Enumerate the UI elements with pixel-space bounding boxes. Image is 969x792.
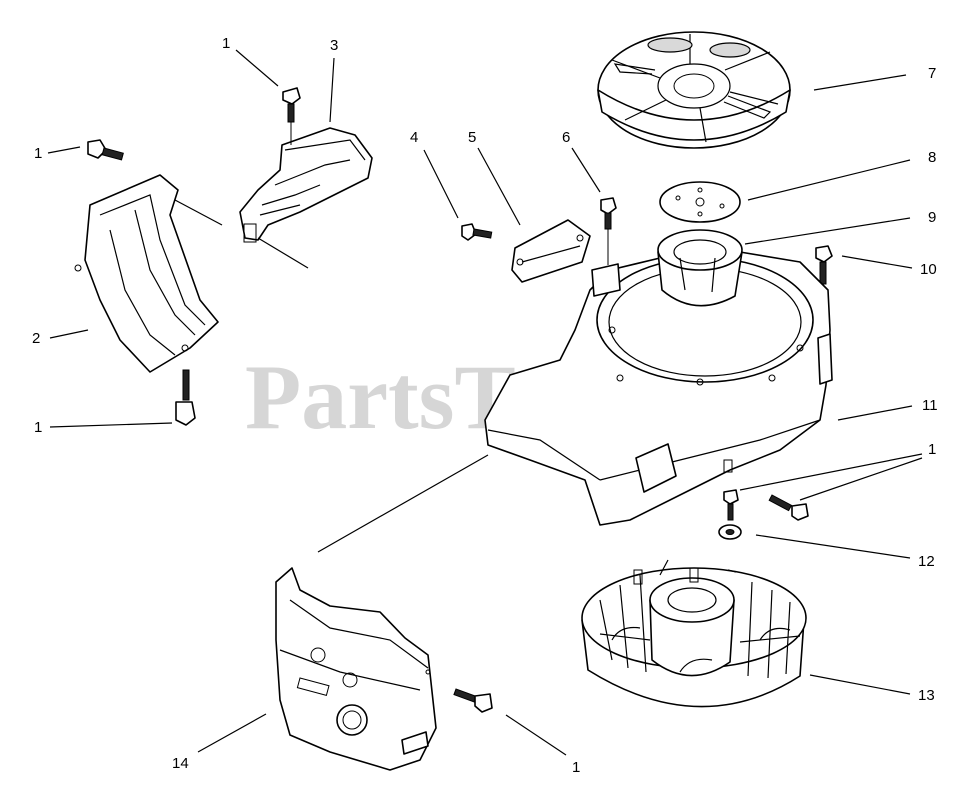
leader-housing-to-shield xyxy=(317,454,489,553)
leader-bracket-down xyxy=(257,237,309,269)
callout-7: 7 xyxy=(928,65,936,82)
callout-10: 10 xyxy=(920,261,937,278)
callout-6: 6 xyxy=(562,129,570,146)
part-14-front-shield[interactable] xyxy=(275,567,437,771)
part-2-curved-shield[interactable] xyxy=(74,174,219,373)
part-11-blower-housing[interactable] xyxy=(484,229,833,526)
callout-1: 1 xyxy=(572,759,580,776)
callout-2: 2 xyxy=(32,330,40,347)
part-4-screw[interactable] xyxy=(461,223,493,241)
part-12-washer[interactable] xyxy=(718,524,742,540)
part-3-bracket[interactable] xyxy=(239,127,373,243)
part-5-cover-plate[interactable] xyxy=(511,219,591,283)
part-9-hub[interactable] xyxy=(657,229,743,307)
callout-1: 1 xyxy=(34,419,42,436)
callout-3: 3 xyxy=(330,37,338,54)
screw-1-front-shield[interactable] xyxy=(453,688,493,713)
callout-4: 4 xyxy=(410,129,418,146)
callout-1: 1 xyxy=(928,441,936,458)
leader-lines xyxy=(47,49,923,756)
callout-12: 12 xyxy=(918,553,935,570)
leader-shield-bracket xyxy=(174,199,223,226)
screw-1-left[interactable] xyxy=(87,139,124,161)
callout-14: 14 xyxy=(172,755,189,772)
callout-11: 11 xyxy=(922,397,938,414)
part-6-screw[interactable] xyxy=(600,197,617,265)
part-7-fan-screen[interactable] xyxy=(597,31,791,149)
callout-1: 1 xyxy=(222,35,230,52)
callout-5: 5 xyxy=(468,129,476,146)
callout-labels: 1 3 1 2 1 4 5 6 7 8 9 10 11 1 12 13 14 1 xyxy=(32,35,938,776)
part-13-flywheel[interactable] xyxy=(581,559,807,708)
screw-1-housing-b[interactable] xyxy=(768,494,809,521)
screw-1-bottom-left[interactable] xyxy=(175,369,196,426)
callout-9: 9 xyxy=(928,209,936,226)
callout-8: 8 xyxy=(928,149,936,166)
part-8-washer-plate[interactable] xyxy=(659,181,741,223)
screw-1-top[interactable] xyxy=(282,87,301,145)
callout-1: 1 xyxy=(34,145,42,162)
callout-13: 13 xyxy=(918,687,935,704)
screw-1-housing-a[interactable] xyxy=(723,489,739,521)
